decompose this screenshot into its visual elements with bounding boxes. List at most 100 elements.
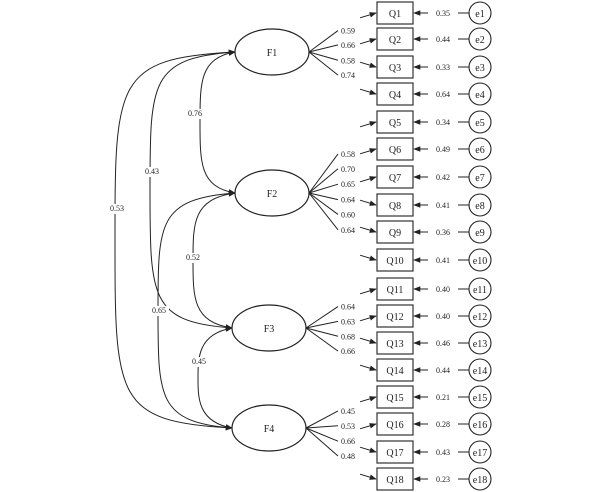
loading-path	[305, 306, 339, 329]
correlation-layer: 0.760.430.530.520.650.45	[107, 49, 236, 431]
loading-path	[308, 192, 339, 215]
loading-path	[305, 327, 339, 352]
observed-variable-box	[376, 27, 414, 51]
observed-variable-box	[376, 277, 414, 301]
correlation-label-bg	[189, 357, 209, 367]
observed-variable-label: Q6	[389, 145, 401, 156]
correlation-label: 0.76	[188, 109, 202, 118]
error-term-circle	[468, 193, 492, 217]
correlation-label-bg	[149, 306, 169, 316]
error-term-label: e17	[473, 448, 487, 459]
loading-label: 0.64	[341, 226, 355, 235]
observed-variable-box	[376, 1, 414, 25]
loading-arrow	[359, 423, 377, 430]
observed-variable-label: Q14	[386, 366, 403, 377]
observed-variable-box	[376, 137, 414, 161]
observed-variable-label: Q7	[389, 173, 401, 184]
loading-path	[305, 427, 339, 442]
loading-path	[305, 425, 339, 429]
observed-variable-box	[376, 248, 414, 272]
error-term-label: e1	[475, 9, 484, 20]
correlation-label-bg	[107, 204, 127, 214]
error-term-label: e4	[475, 90, 484, 101]
error-term-circle	[468, 165, 492, 189]
error-term-circle	[468, 304, 492, 328]
observed-variable-label: Q15	[386, 393, 403, 404]
error-term-label: e5	[475, 118, 484, 129]
loading-label: 0.64	[341, 303, 355, 312]
error-term-label: e9	[475, 228, 484, 239]
observed-variable-box	[376, 55, 414, 79]
error-value-label: 0.43	[436, 448, 450, 457]
error-value-label: 0.34	[436, 118, 450, 127]
error-term-label: e2	[475, 35, 484, 46]
latent-factor-label: F4	[264, 424, 275, 435]
observed-variable-label: Q3	[389, 63, 401, 74]
correlation-arc	[199, 50, 236, 195]
loading-arrow	[359, 315, 377, 322]
error-value-label: 0.23	[436, 475, 450, 484]
loading-label: 0.74	[341, 71, 355, 80]
observed-variable-box	[376, 304, 414, 328]
observed-variable-label: Q2	[389, 35, 401, 46]
latent-factor-ellipse	[234, 169, 310, 217]
loading-label: 0.68	[341, 332, 355, 341]
loading-arrow	[359, 288, 377, 295]
loading-label: 0.59	[341, 27, 355, 36]
error-term-label: e18	[473, 475, 487, 486]
observed-variable-box	[376, 331, 414, 355]
loading-label: 0.70	[341, 165, 355, 174]
observed-variable-label: Q9	[389, 228, 401, 239]
loading-arrow	[359, 199, 377, 206]
loading-label: 0.60	[341, 210, 355, 219]
loading-label: 0.63	[341, 317, 355, 326]
error-term-circle	[468, 220, 492, 244]
error-term-label: e3	[475, 63, 484, 74]
latent-factor-ellipse	[234, 28, 310, 76]
correlation-label-bg	[183, 253, 203, 263]
loading-label: 0.58	[341, 150, 355, 159]
correlation-arc	[157, 190, 236, 431]
error-value-label: 0.41	[436, 256, 450, 265]
error-value-label: 0.36	[436, 228, 450, 237]
error-term-circle	[468, 385, 492, 409]
error-value-label: 0.40	[436, 285, 450, 294]
loading-arrow	[359, 61, 377, 68]
error-term-circle	[468, 467, 492, 491]
loading-path	[308, 44, 339, 53]
observed-variable-box	[376, 467, 414, 491]
loading-arrow	[359, 176, 377, 183]
latent-factor-label: F3	[264, 324, 275, 335]
loading-label: 0.66	[341, 41, 355, 50]
error-value-label: 0.28	[436, 420, 450, 429]
loading-path	[305, 327, 339, 337]
error-term-circle	[468, 277, 492, 301]
loading-arrow	[359, 226, 377, 233]
correlation-label: 0.43	[145, 167, 159, 176]
observed-variable-label: Q8	[389, 201, 401, 212]
error-value-label: 0.42	[436, 173, 450, 182]
loading-arrow	[359, 473, 377, 480]
loading-arrow	[359, 148, 377, 155]
loading-label: 0.53	[341, 422, 355, 431]
latent-factor-label: F1	[267, 48, 278, 59]
correlation-label: 0.52	[186, 253, 200, 262]
loading-path	[308, 153, 339, 194]
error-term-circle	[468, 331, 492, 355]
loading-arrow	[359, 12, 377, 19]
loading-path	[308, 192, 339, 231]
observed-variable-box	[376, 82, 414, 106]
error-term-circle	[468, 55, 492, 79]
correlation-arc	[114, 49, 236, 431]
observed-variable-box	[376, 110, 414, 134]
correlation-label-bg	[142, 167, 162, 177]
latent-factor-ellipse	[231, 304, 307, 352]
error-term-circle	[468, 137, 492, 161]
loading-arrow	[359, 364, 377, 371]
loading-arrow	[359, 38, 377, 45]
observed-variable-box	[376, 165, 414, 189]
correlation-arc	[149, 49, 236, 331]
error-value-label: 0.41	[436, 201, 450, 210]
observed-variable-box	[376, 440, 414, 464]
